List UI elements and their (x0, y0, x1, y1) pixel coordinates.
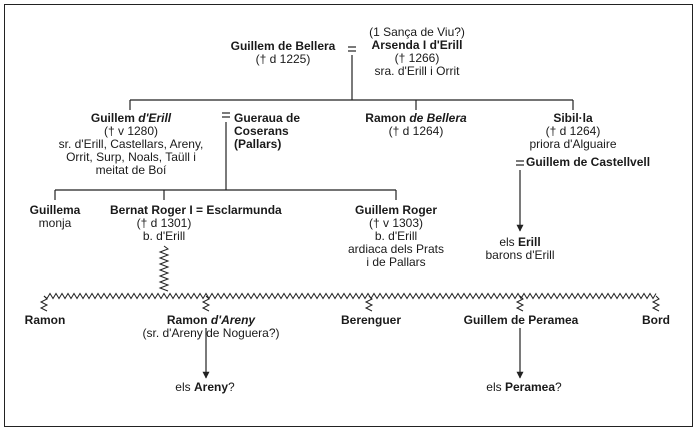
person-dates: († v 1280) (103, 124, 159, 138)
illegitimate-drop-peramea (515, 295, 525, 312)
person-title: sra. d'Erill i Orrit (374, 64, 460, 78)
lineage-subtitle: barons d'Erill (485, 248, 555, 262)
person-dates: († d 1264) (545, 124, 601, 138)
person-name: Ramon de Bellera (365, 111, 467, 125)
person-ramon-d-areny: Ramon d'Areny (sr. d'Areny de Noguera?) (126, 314, 296, 340)
person-name-line: (Pallars) (234, 137, 282, 151)
person-dates: († d 1301) (136, 216, 192, 230)
person-name: Bernat Roger I = Esclarmunda (110, 203, 282, 217)
lineage-els-areny: els Areny? (150, 381, 260, 394)
person-ramon: Ramon (10, 314, 80, 327)
person-name: Guillem de Bellera (230, 39, 336, 53)
person-note: (1 Sança de Viu?) (369, 25, 465, 39)
person-title: priora d'Alguaire (529, 137, 617, 151)
person-guillem-roger: Guillem Roger († v 1303) b. d'Erill ardi… (336, 204, 456, 269)
person-gueraua-de-coserans: Gueraua de Coserans (Pallars) (234, 112, 324, 151)
person-title-line: Orrit, Surp, Noals, Taüll i (66, 150, 196, 164)
lineage-name: els Peramea? (486, 380, 562, 394)
illegitimate-descent-line (158, 245, 170, 292)
illegitimate-drop-berenguer (364, 295, 374, 312)
person-name: Ramon (24, 313, 66, 327)
person-name: Arsenda I d'Erill (371, 38, 463, 52)
person-name-line: Coserans (234, 124, 289, 138)
person-name: Ramon d'Areny (166, 313, 256, 327)
person-bord: Bord (626, 314, 686, 327)
person-name: Guillem Roger (354, 203, 437, 217)
person-name-line: Gueraua de (234, 111, 301, 125)
diagram-frame (4, 4, 693, 427)
person-guillem-de-peramea: Guillem de Peramea (446, 314, 596, 327)
person-title-line: meitat de Boí (95, 163, 167, 177)
lineage-name: els Erill (499, 235, 541, 249)
person-title: (sr. d'Areny de Noguera?) (142, 326, 280, 340)
person-name: Guillem de Peramea (463, 313, 579, 327)
person-arsenda: (1 Sança de Viu?) Arsenda I d'Erill († 1… (358, 26, 476, 78)
person-guillema: Guillema monja (15, 204, 95, 230)
person-name: Bord (642, 313, 670, 327)
lineage-els-erill: els Erill barons d'Erill (470, 236, 570, 262)
person-name: Berenguer (340, 313, 402, 327)
person-berenguer: Berenguer (326, 314, 416, 327)
person-sibilla: Sibil·la († d 1264) priora d'Alguaire (528, 112, 618, 151)
person-guillem-de-castellvell: Guillem de Castellvell (526, 156, 676, 169)
person-dates: († d 1225) (255, 52, 311, 66)
person-dates: († 1266) (394, 51, 440, 65)
person-title-line: sr. d'Erill, Castellars, Areny, (58, 137, 204, 151)
person-title-line: ardiaca dels Prats (347, 242, 445, 256)
person-title-line: b. d'Erill (374, 229, 418, 243)
person-title: b. d'Erill (142, 229, 186, 243)
lineage-els-peramea: els Peramea? (464, 381, 584, 394)
person-dates: († v 1303) (368, 216, 424, 230)
person-dates: († d 1264) (388, 124, 444, 138)
person-title: monja (38, 216, 72, 230)
illegitimate-drop-bord (651, 295, 661, 312)
person-name: Sibil·la (553, 111, 593, 125)
lineage-name: els Areny? (175, 380, 235, 394)
illegitimate-drop-ramon-areny (201, 295, 211, 312)
illegitimate-drop-ramon (39, 295, 49, 312)
person-ramon-de-bellera: Ramon de Bellera († d 1264) (346, 112, 486, 138)
person-name: Guillem d'Erill (90, 111, 172, 125)
person-guillem-de-bellera: Guillem de Bellera († d 1225) (218, 40, 348, 66)
person-name: Guillem de Castellvell (526, 155, 651, 169)
person-title-line: i de Pallars (366, 255, 426, 269)
person-bernat-roger: Bernat Roger I = Esclarmunda († d 1301) … (100, 204, 320, 243)
person-guillem-d-erill: Guillem d'Erill († v 1280) sr. d'Erill, … (36, 112, 226, 177)
person-name: Guillema (29, 203, 81, 217)
illegitimate-sibling-bar (43, 292, 657, 300)
